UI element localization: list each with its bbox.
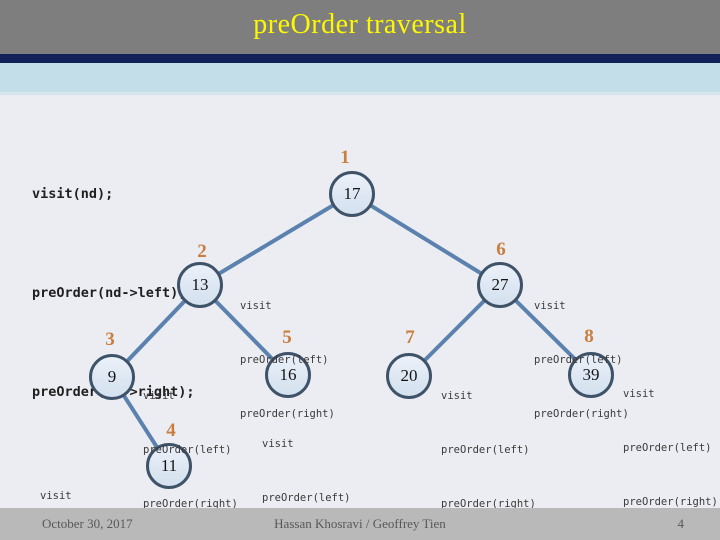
note-line-visit: visit bbox=[441, 390, 473, 402]
tree-node-27: 27 bbox=[477, 262, 523, 308]
node-value: 16 bbox=[279, 365, 297, 384]
note-line-left: preOrder(left) bbox=[143, 444, 232, 456]
note-line-right: preOrder(right) bbox=[441, 498, 536, 510]
note-line-left: preOrder(left) bbox=[534, 354, 623, 366]
footer-page-number: 4 bbox=[677, 516, 685, 531]
note-line-right: preOrder(right) bbox=[240, 408, 335, 420]
visit-order-label-16: 5 bbox=[282, 327, 292, 348]
note-line-visit: visit bbox=[240, 300, 272, 312]
tree-node-39: 39 bbox=[568, 352, 614, 398]
call-note-20: visit preOrder(left) preOrder(right) bbox=[441, 351, 536, 540]
footer-bar: October 30, 2017 Hassan Khosravi / Geoff… bbox=[0, 508, 720, 540]
visit-order-label-27: 6 bbox=[496, 239, 506, 260]
call-note-13: visit preOrder(left) preOrder(right) bbox=[240, 261, 335, 459]
header-divider bbox=[0, 54, 720, 63]
call-note-39: visit preOrder(left) preOrder(right) bbox=[623, 349, 718, 540]
node-value: 11 bbox=[160, 456, 178, 475]
call-note-27: visit preOrder(left) preOrder(right) bbox=[534, 261, 629, 459]
tree-node-16: 16 bbox=[265, 352, 311, 398]
note-line-left: preOrder(left) bbox=[441, 444, 530, 456]
note-line-right: preOrder(right) bbox=[623, 496, 718, 508]
tree-node-9: 9 bbox=[89, 354, 135, 400]
visit-order-label-9: 3 bbox=[105, 329, 115, 350]
edge-17-27 bbox=[350, 192, 502, 287]
note-line-right: preOrder(right) bbox=[143, 498, 238, 510]
visit-order-label-11: 4 bbox=[166, 420, 176, 441]
note-line-left: preOrder(left) bbox=[240, 354, 329, 366]
call-note-9: visit preOrder(left) preOrder(right) bbox=[143, 351, 238, 540]
node-value: 20 bbox=[400, 366, 418, 385]
footer-date: October 30, 2017 bbox=[42, 516, 133, 531]
code-line-visit: visit(nd); bbox=[32, 186, 114, 202]
code-line-left: preOrder(nd->left); bbox=[32, 285, 187, 301]
node-value: 17 bbox=[343, 184, 361, 203]
note-line-visit: visit bbox=[623, 388, 655, 400]
footer-authors: Hassan Khosravi / Geoffrey Tien bbox=[274, 516, 446, 531]
note-line-visit: visit bbox=[262, 438, 294, 450]
tree-node-13: 13 bbox=[177, 262, 223, 308]
note-line-visit: visit bbox=[40, 490, 72, 502]
call-note-16: visit preOrder(left) preOrder(right) bbox=[262, 399, 357, 540]
visit-order-label-17: 1 bbox=[340, 147, 350, 168]
edge-17-13 bbox=[198, 192, 354, 287]
node-value: 27 bbox=[491, 275, 509, 294]
tree-node-20: 20 bbox=[386, 353, 432, 399]
title-bar: preOrder traversal bbox=[0, 0, 720, 54]
note-line-left: preOrder(left) bbox=[262, 492, 351, 504]
node-value: 39 bbox=[582, 365, 600, 384]
visit-order-label-39: 8 bbox=[584, 326, 594, 347]
call-note-11: visit preOrder(left) preOrder(right) bbox=[40, 451, 135, 540]
tree-node-17: 17 bbox=[329, 171, 375, 217]
note-line-left: preOrder(left) bbox=[623, 442, 712, 454]
visit-order-label-20: 7 bbox=[405, 327, 415, 348]
note-line-visit: visit bbox=[534, 300, 566, 312]
node-value: 13 bbox=[191, 275, 209, 294]
tree-node-11: 11 bbox=[146, 443, 192, 489]
visit-order-label-13: 2 bbox=[197, 241, 207, 262]
node-value: 9 bbox=[107, 367, 117, 386]
header-accent-band bbox=[0, 63, 720, 95]
note-line-right: preOrder(right) bbox=[534, 408, 629, 420]
slide-title: preOrder traversal bbox=[253, 9, 467, 40]
note-line-visit: visit bbox=[143, 390, 175, 402]
